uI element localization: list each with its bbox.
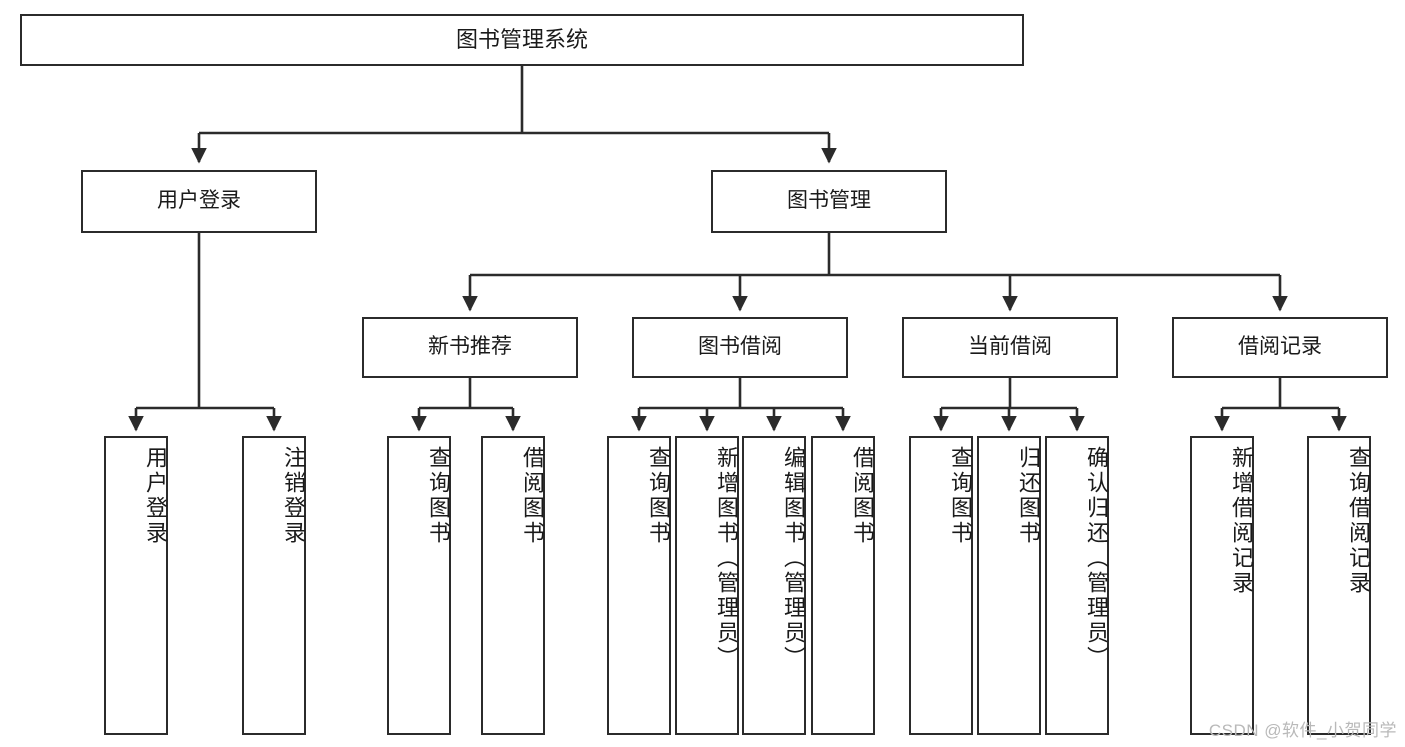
leaf-book-borrow-add-label: 新增图书（管理员） — [714, 446, 739, 671]
leaf-current-borrow-query[interactable]: 查询图书 — [909, 436, 973, 735]
leaf-book-borrow-query-label: 查询图书 — [646, 446, 671, 546]
leaf-book-borrow-edit-label: 编辑图书（管理员） — [781, 446, 806, 671]
leaf-user-login-login-label: 用户登录 — [143, 446, 168, 546]
node-new-book-recommend-label: 新书推荐 — [428, 335, 512, 359]
leaf-borrow-records-add[interactable]: 新增借阅记录 — [1190, 436, 1254, 735]
node-book-borrow[interactable]: 图书借阅 — [632, 317, 848, 378]
node-book-borrow-label: 图书借阅 — [698, 335, 782, 359]
csdn-watermark: CSDN @软件_小贺同学 — [1208, 721, 1397, 740]
leaf-borrow-records-query-label: 查询借阅记录 — [1346, 446, 1371, 596]
leaf-new-book-borrow-label: 借阅图书 — [520, 446, 545, 546]
leaf-book-borrow-query[interactable]: 查询图书 — [607, 436, 671, 735]
leaf-current-borrow-return-label: 归还图书 — [1016, 446, 1041, 546]
leaf-current-borrow-return[interactable]: 归还图书 — [977, 436, 1041, 735]
node-book-management-label: 图书管理 — [787, 189, 871, 213]
leaf-book-borrow-borrow[interactable]: 借阅图书 — [811, 436, 875, 735]
leaf-book-borrow-borrow-label: 借阅图书 — [850, 446, 875, 546]
node-root-label: 图书管理系统 — [455, 27, 588, 53]
node-new-book-recommend[interactable]: 新书推荐 — [362, 317, 578, 378]
node-borrow-records-label: 借阅记录 — [1238, 335, 1322, 359]
node-user-login-label: 用户登录 — [157, 189, 241, 213]
leaf-current-borrow-confirm-label: 确认归还（管理员） — [1084, 446, 1109, 671]
leaf-new-book-borrow[interactable]: 借阅图书 — [481, 436, 545, 735]
leaf-book-borrow-edit[interactable]: 编辑图书（管理员） — [742, 436, 806, 735]
leaf-new-book-query-label: 查询图书 — [426, 446, 451, 546]
leaf-current-borrow-confirm[interactable]: 确认归还（管理员） — [1045, 436, 1109, 735]
leaf-book-borrow-add[interactable]: 新增图书（管理员） — [675, 436, 739, 735]
leaf-user-login-logout-label: 注销登录 — [281, 446, 306, 546]
leaf-user-login-login[interactable]: 用户登录 — [104, 436, 168, 735]
node-current-borrow-label: 当前借阅 — [968, 335, 1052, 359]
node-root[interactable]: 图书管理系统 — [20, 14, 1024, 66]
leaf-new-book-query[interactable]: 查询图书 — [387, 436, 451, 735]
node-user-login[interactable]: 用户登录 — [81, 170, 317, 233]
leaf-current-borrow-query-label: 查询图书 — [948, 446, 973, 546]
node-borrow-records[interactable]: 借阅记录 — [1172, 317, 1388, 378]
leaf-borrow-records-query[interactable]: 查询借阅记录 — [1307, 436, 1371, 735]
leaf-user-login-logout[interactable]: 注销登录 — [242, 436, 306, 735]
leaf-borrow-records-add-label: 新增借阅记录 — [1229, 446, 1254, 596]
node-current-borrow[interactable]: 当前借阅 — [902, 317, 1118, 378]
node-book-management[interactable]: 图书管理 — [711, 170, 947, 233]
